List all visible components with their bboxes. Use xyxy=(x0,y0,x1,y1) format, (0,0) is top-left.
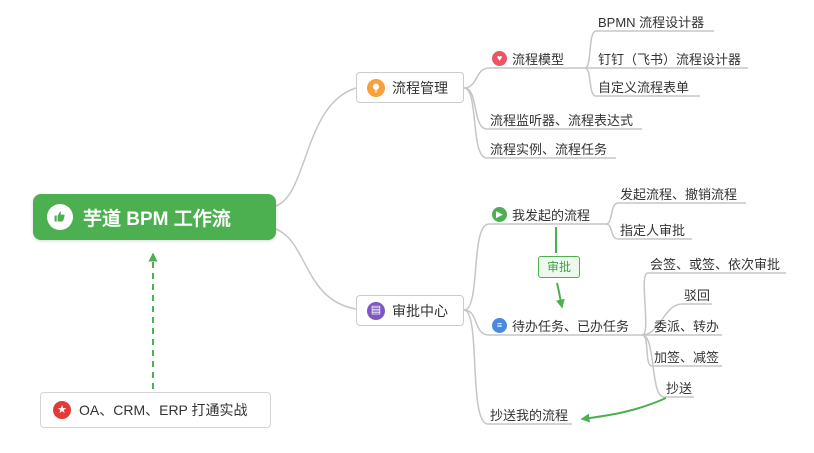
leaf-label: 会签、或签、依次审批 xyxy=(650,257,781,272)
lightbulb-icon xyxy=(367,78,385,97)
leaf-my-initiated[interactable]: ▶ 我发起的流程 xyxy=(492,205,590,224)
leaf-label: 抄送我的流程 xyxy=(490,408,569,423)
leaf-label: BPMN 流程设计器 xyxy=(598,15,705,30)
cc-flow-arrow xyxy=(580,397,667,423)
leaf-label: 驳回 xyxy=(684,288,711,303)
leaf-label: 我发起的流程 xyxy=(512,208,591,223)
branch-process-management[interactable]: 流程管理 xyxy=(356,72,464,103)
leaf-label: 加签、减签 xyxy=(654,350,720,365)
leaf-delegate-transfer[interactable]: 委派、转办 xyxy=(654,316,719,335)
leaf-initiate-cancel[interactable]: 发起流程、撤销流程 xyxy=(620,184,737,203)
leaf-countersign[interactable]: 会签、或签、依次审批 xyxy=(650,254,780,273)
branch-label-approval-center: 审批中心 xyxy=(392,302,448,319)
leaf-label: 发起流程、撤销流程 xyxy=(620,187,738,202)
approval-badge: 审批 xyxy=(538,256,581,278)
leaf-bpmn-designer[interactable]: BPMN 流程设计器 xyxy=(598,12,704,31)
leaf-instances[interactable]: 流程实例、流程任务 xyxy=(490,139,607,158)
play-icon: ▶ xyxy=(492,207,507,222)
leaf-label: 抄送 xyxy=(666,381,693,396)
leaf-dingtalk-designer[interactable]: 钉钉（飞书）流程设计器 xyxy=(598,49,741,68)
leaf-label: 自定义流程表单 xyxy=(598,80,690,95)
node-underlines xyxy=(487,30,786,425)
leaf-label: 指定人审批 xyxy=(620,223,686,238)
practice-note[interactable]: ★ OA、CRM、ERP 打通实战 xyxy=(40,392,271,428)
root-node[interactable]: 芋道 BPM 工作流 xyxy=(33,194,276,240)
leaf-process-model[interactable]: ♥ 流程模型 xyxy=(492,49,564,68)
leaf-custom-form[interactable]: 自定义流程表单 xyxy=(598,77,689,96)
leaf-assignee-approval[interactable]: 指定人审批 xyxy=(620,220,685,239)
leaf-listeners[interactable]: 流程监听器、流程表达式 xyxy=(490,110,633,129)
leaf-label: 流程模型 xyxy=(512,52,565,67)
leaf-add-remove-sign[interactable]: 加签、减签 xyxy=(654,347,719,366)
thumbs-up-icon xyxy=(47,204,73,230)
list-icon: ≡ xyxy=(492,318,507,333)
star-icon: ★ xyxy=(53,401,71,419)
leaf-cc-my-flows[interactable]: 抄送我的流程 xyxy=(490,405,568,424)
leaf-label: 待办任务、已办任务 xyxy=(512,319,630,334)
branch-label-process-management: 流程管理 xyxy=(392,79,448,96)
approval-flow-arrow xyxy=(555,282,565,309)
leaf-cc[interactable]: 抄送 xyxy=(666,378,692,397)
branch-approval-center[interactable]: ▤ 审批中心 xyxy=(356,295,464,326)
leaf-label: 委派、转办 xyxy=(654,319,720,334)
practice-label: OA、CRM、ERP 打通实战 xyxy=(79,402,248,418)
leaf-label: 流程监听器、流程表达式 xyxy=(490,113,634,128)
heart-icon: ♥ xyxy=(492,51,507,66)
leaf-todo-done-tasks[interactable]: ≡ 待办任务、已办任务 xyxy=(492,316,629,335)
clipboard-icon: ▤ xyxy=(367,301,385,320)
leaf-label: 流程实例、流程任务 xyxy=(490,142,608,157)
root-label: 芋道 BPM 工作流 xyxy=(83,208,231,230)
leaf-reject[interactable]: 驳回 xyxy=(684,285,710,304)
leaf-label: 钉钉（飞书）流程设计器 xyxy=(598,52,742,67)
